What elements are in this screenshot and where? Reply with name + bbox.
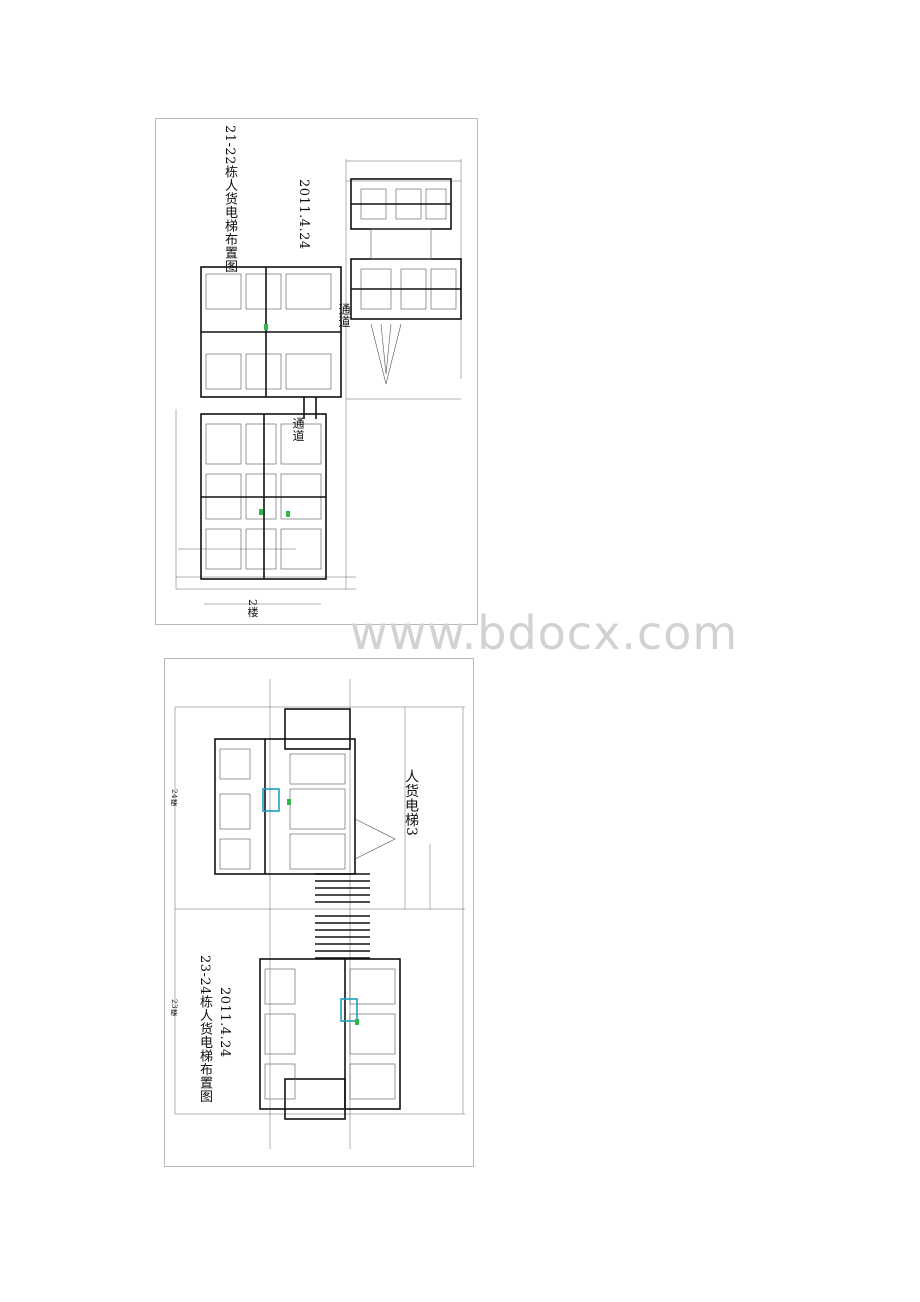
drawing-sheet-23-24: 人货电梯3 2011.4.24 23-24栋人货电梯布置图 24楼 23楼 xyxy=(164,658,474,1167)
drawing-sheet-21-22: 21-22栋人货电梯布置图 2011.4.24 通道 通道 2楼 xyxy=(155,118,478,625)
passage-label-upper: 通道 xyxy=(337,303,351,328)
drawing-title: 21-22栋人货电梯布置图 xyxy=(222,125,237,273)
floor-label: 2楼 xyxy=(246,599,259,618)
side-label-upper: 24楼 xyxy=(170,789,178,807)
floor-plan-23-24 xyxy=(174,679,465,1149)
drawing-title: 23-24栋人货电梯布置图 xyxy=(197,955,212,1103)
watermark: www.bdocx.com xyxy=(350,606,739,660)
drawing-date: 2011.4.24 xyxy=(217,987,232,1058)
side-label-lower: 23楼 xyxy=(170,999,178,1017)
passage-label-lower: 通道 xyxy=(291,417,305,442)
elevator-shaft xyxy=(315,873,370,959)
drawing-date: 2011.4.24 xyxy=(296,179,311,250)
floor-plan-21-22 xyxy=(175,159,462,605)
elevator-label: 人货电梯3 xyxy=(403,769,419,837)
